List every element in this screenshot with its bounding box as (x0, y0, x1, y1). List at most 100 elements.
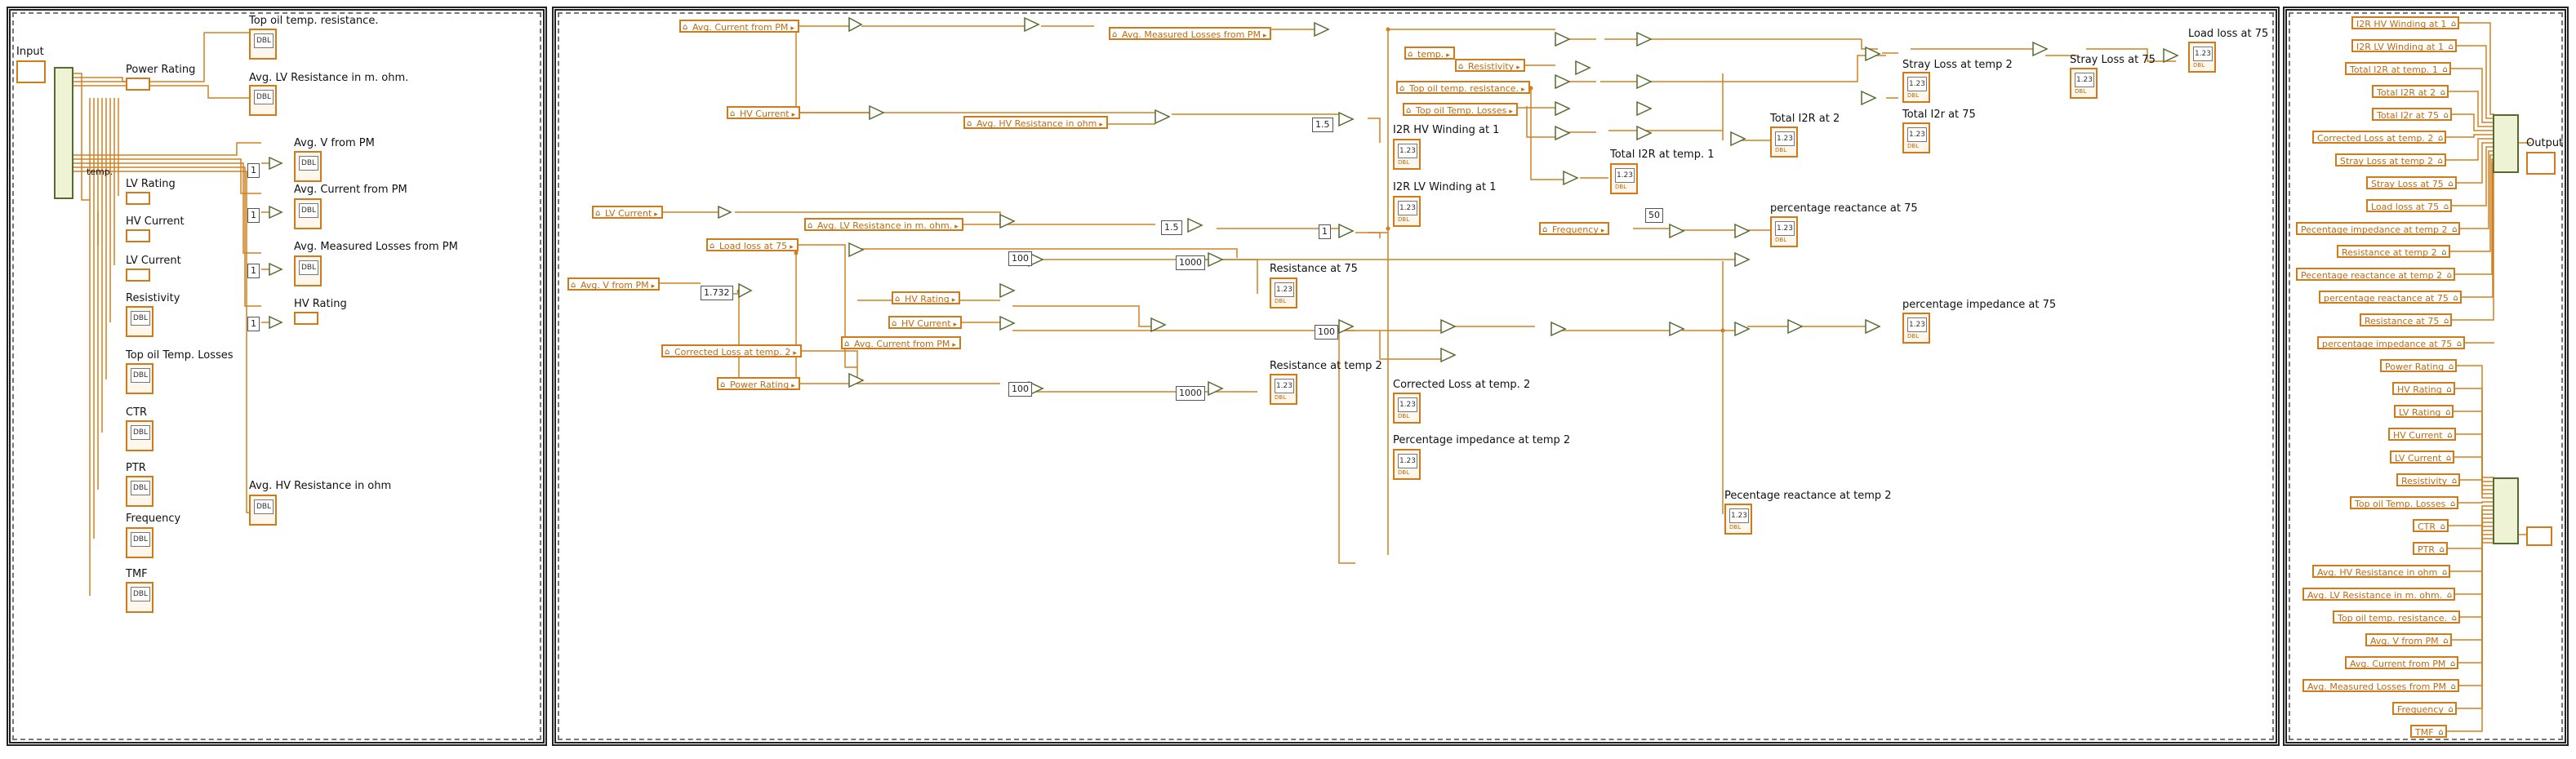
control-avg-measured-losses[interactable]: Avg. Measured Losses from PM (1109, 27, 1272, 42)
indicator-total-i2r-temp-1: Total I2R at temp. 1 (1610, 149, 1715, 161)
right-control[interactable]: Corrected Loss at temp. 2 (2312, 131, 2447, 145)
hv-current-indicator (126, 229, 150, 242)
indicator-i2r-lv-winding: I2R LV Winding at 1 (1393, 181, 1497, 193)
right-control[interactable]: Power Rating (2380, 359, 2458, 374)
index-constant[interactable]: 1 (247, 163, 260, 178)
right-control[interactable]: Total I2R at temp. 1 (2345, 62, 2451, 77)
control-power-rating[interactable]: Power Rating (717, 377, 800, 392)
numeric-constant[interactable]: 100 (1008, 251, 1032, 266)
numeric-indicator: DBL (249, 495, 277, 526)
right-control[interactable]: HV Current (2388, 428, 2456, 442)
right-control[interactable]: percentage impedance at 75 (2317, 336, 2466, 351)
numeric-indicator: DBL (294, 198, 322, 229)
right-control[interactable]: Resistance at temp 2 (2337, 245, 2450, 260)
cluster-item-power-rating: Power Rating (126, 64, 196, 76)
control-corrected-loss-temp-2[interactable]: Corrected Loss at temp. 2 (661, 344, 802, 359)
numeric-constant[interactable]: 1000 (1176, 386, 1205, 401)
right-control[interactable]: Load loss at 75 (2366, 199, 2453, 214)
numeric-constant[interactable]: 100 (1315, 325, 1338, 340)
control-temp[interactable]: temp. (1404, 47, 1455, 61)
control-top-oil-temp-resistance[interactable]: Top oil temp. resistance. (1396, 81, 1530, 95)
right-control[interactable]: Total I2r at 75 (2372, 108, 2452, 122)
output-cluster-indicator (2526, 152, 2556, 175)
right-control[interactable]: Avg. Measured Losses from PM (2302, 679, 2459, 694)
control-avg-current-from-pm[interactable]: Avg. Current from PM (679, 20, 799, 34)
indicator-label-top-oil-temp-resistance: Top oil temp. resistance. (249, 15, 379, 27)
indicator-label-avg-current-from-pm: Avg. Current from PM (294, 184, 407, 196)
control-hv-rating[interactable]: HV Rating (892, 291, 961, 306)
right-control[interactable]: Avg. LV Resistance in m. ohm. (2302, 588, 2456, 602)
right-control[interactable]: Top oil Temp. Losses (2350, 496, 2459, 511)
numeric-indicator: DBL (249, 85, 277, 116)
index-constant[interactable]: 1 (247, 317, 260, 331)
indicator-percentage-reactance-temp-2: Pecentage reactance at temp 2 (1724, 490, 1892, 502)
indicator-label-hv-rating: HV Rating (294, 298, 347, 310)
numeric-constant[interactable]: 1.732 (701, 286, 733, 300)
control-resistivity[interactable]: Resistivity (1455, 59, 1525, 73)
control-top-oil-temp-losses[interactable]: Top oil Temp. Losses (1403, 103, 1518, 118)
control-avg-current-from-pm-2[interactable]: Avg. Current from PM (841, 336, 961, 351)
output-label: Output (2526, 137, 2564, 149)
control-avg-v-from-pm[interactable]: Avg. V from PM (567, 277, 661, 292)
left-diagram-frame (7, 7, 547, 746)
right-control[interactable]: Resistance at 75 (2360, 313, 2453, 328)
right-control[interactable]: percentage reactance at 75 (2319, 291, 2462, 305)
numeric-constant[interactable]: 1000 (1176, 255, 1205, 270)
right-control[interactable]: Avg. Current from PM (2345, 656, 2459, 671)
right-control[interactable]: Total I2R at 2 (2372, 85, 2449, 100)
indicator-label-avg-hv-resistance: Avg. HV Resistance in ohm (249, 480, 392, 492)
indicator-stray-loss-temp-2: Stray Loss at temp 2 (1902, 59, 2013, 71)
control-hv-current-2[interactable]: HV Current (888, 316, 963, 331)
right-control[interactable]: I2R LV Winding at 1 (2351, 39, 2458, 54)
right-control[interactable]: Avg. HV Resistance in ohm (2312, 565, 2451, 579)
control-lv-current[interactable]: LV Current (592, 206, 663, 220)
right-control[interactable]: Pecentage reactance at temp 2 (2296, 268, 2456, 282)
right-control[interactable]: I2R HV Winding at 1 (2351, 16, 2460, 31)
numeric-constant[interactable]: 1.5 (1312, 118, 1333, 132)
right-control[interactable]: TMF (2410, 725, 2447, 739)
numeric-constant[interactable]: 1.5 (1161, 220, 1182, 235)
numeric-indicator: DBL (126, 476, 153, 507)
control-frequency[interactable]: Frequency (1539, 222, 1610, 237)
numeric-constant[interactable]: 50 (1645, 208, 1663, 223)
index-constant[interactable]: 1 (247, 208, 260, 223)
indicator-corrected-loss-temp-2: Corrected Loss at temp. 2 (1393, 379, 1531, 391)
right-control[interactable]: Resistivity (2396, 473, 2461, 488)
right-control[interactable]: Avg. V from PM (2365, 633, 2452, 648)
input-cluster-control[interactable] (16, 60, 46, 83)
cluster-item-hv-current: HV Current (126, 215, 185, 228)
index-constant[interactable]: 1 (247, 264, 260, 278)
numeric-constant[interactable]: 100 (1008, 382, 1032, 397)
control-avg-lv-resistance[interactable]: Avg. LV Resistance in m. ohm. (804, 218, 963, 233)
right-control[interactable]: Stray Loss at 75 (2366, 176, 2457, 191)
control-load-loss-at-75[interactable]: Load loss at 75 (706, 238, 799, 253)
indicator-label-avg-lv-resistance: Avg. LV Resistance in m. ohm. (249, 72, 409, 84)
control-avg-hv-resistance[interactable]: Avg. HV Resistance in ohm (963, 116, 1108, 131)
numeric-constant[interactable]: 1 (1319, 224, 1331, 239)
right-control[interactable]: LV Rating (2394, 405, 2454, 419)
right-control[interactable]: CTR (2413, 519, 2449, 534)
right-control[interactable]: PTR (2413, 542, 2448, 557)
right-control[interactable]: Stray Loss at temp 2 (2335, 153, 2447, 168)
numeric-indicator: DBL (249, 29, 277, 60)
power-rating-indicator (126, 78, 150, 91)
right-control[interactable]: LV Current (2390, 451, 2455, 465)
numeric-indicator: DBL (294, 255, 322, 286)
indicator-resistance-at-temp-2: Resistance at temp 2 (1270, 360, 1382, 372)
cluster-item-lv-current: LV Current (126, 255, 181, 267)
indicator-i2r-hv-winding: I2R HV Winding at 1 (1393, 124, 1500, 136)
right-control[interactable]: HV Rating (2392, 382, 2455, 397)
cluster-item-resistivity: Resistivity (126, 292, 180, 304)
right-control[interactable]: Top oil temp. resistance. (2333, 610, 2461, 625)
right-control[interactable]: Pecentage impedance at temp 2 (2296, 222, 2461, 237)
right-control[interactable]: Frequency (2392, 702, 2457, 717)
middle-diagram-frame (552, 7, 2280, 746)
control-hv-current[interactable]: HV Current (727, 106, 801, 121)
